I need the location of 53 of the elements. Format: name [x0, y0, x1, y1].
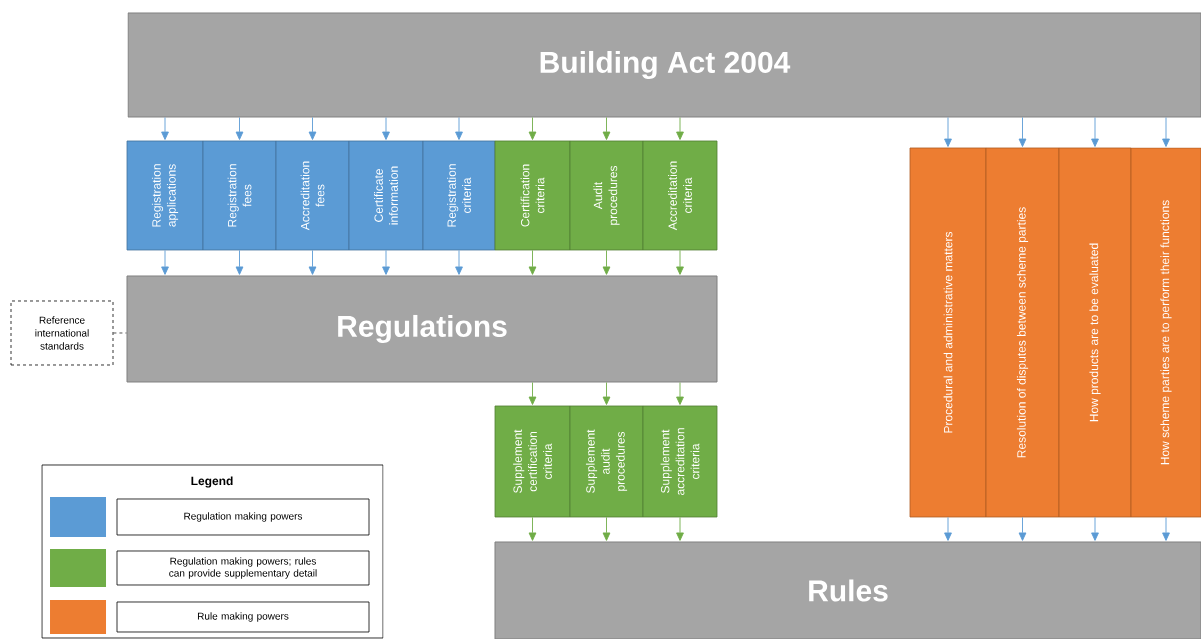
- arrow: [528, 516, 537, 541]
- arrow: [161, 249, 169, 275]
- category-box: Accreditation criteria: [642, 140, 718, 251]
- arrow: [1162, 117, 1170, 147]
- legend-title: Legend: [191, 476, 233, 488]
- arrow: [161, 117, 169, 140]
- category-box: Certification criteria: [494, 140, 571, 251]
- arrow: [602, 382, 611, 405]
- arrow: [602, 249, 611, 275]
- arrow: [455, 117, 463, 140]
- category-box: Resolution of disputes between scheme parties: [985, 147, 1060, 518]
- category-box: Audit procedures: [569, 140, 644, 251]
- arrow: [602, 117, 611, 140]
- category-box: Registration criteria: [422, 140, 496, 251]
- arrow: [235, 117, 244, 140]
- arrow: [602, 516, 611, 541]
- arrow: [1091, 516, 1099, 541]
- arrow: [1018, 117, 1027, 147]
- heading-box: Rules: [494, 541, 1201, 639]
- category-box: Supplement accreditation criteria: [642, 405, 718, 518]
- arrow: [528, 382, 537, 405]
- heading-box: Regulations: [126, 275, 718, 383]
- category-box: Accreditation fees: [275, 140, 350, 251]
- arrow: [944, 117, 952, 147]
- arrow: [382, 117, 390, 140]
- arrow: [676, 382, 684, 405]
- arrow: [235, 249, 244, 275]
- arrow: [1162, 516, 1170, 541]
- arrow: [528, 249, 537, 275]
- arrow: [676, 117, 684, 140]
- legend-label: Regulation making powers; rules can provide supplementary detail: [116, 550, 370, 586]
- heading-box: Building Act 2004: [127, 12, 1201, 118]
- arrow: [382, 249, 390, 275]
- note-box: Reference international standards: [10, 300, 114, 366]
- category-box: Procedural and administrative matters: [909, 147, 987, 518]
- category-box: Supplement certification criteria: [494, 405, 571, 518]
- category-box: How scheme parties are to perform their functions: [1130, 147, 1201, 518]
- arrow: [1018, 516, 1027, 541]
- arrow: [528, 117, 537, 140]
- category-box: How products are to be evaluated: [1058, 147, 1132, 518]
- legend-label: Rule making powers: [116, 601, 370, 633]
- category-box: Registration fees: [202, 140, 277, 251]
- arrow: [676, 249, 684, 275]
- arrow: [676, 516, 684, 541]
- arrow: [455, 249, 463, 275]
- arrow: [1091, 117, 1099, 147]
- arrow: [944, 516, 952, 541]
- arrow: [308, 249, 317, 275]
- category-box: Certificate information: [348, 140, 424, 251]
- arrow: [308, 117, 317, 140]
- legend-label: Regulation making powers: [116, 498, 370, 536]
- category-box: Supplement audit procedures: [569, 405, 644, 518]
- category-box: Registration applications: [126, 140, 204, 251]
